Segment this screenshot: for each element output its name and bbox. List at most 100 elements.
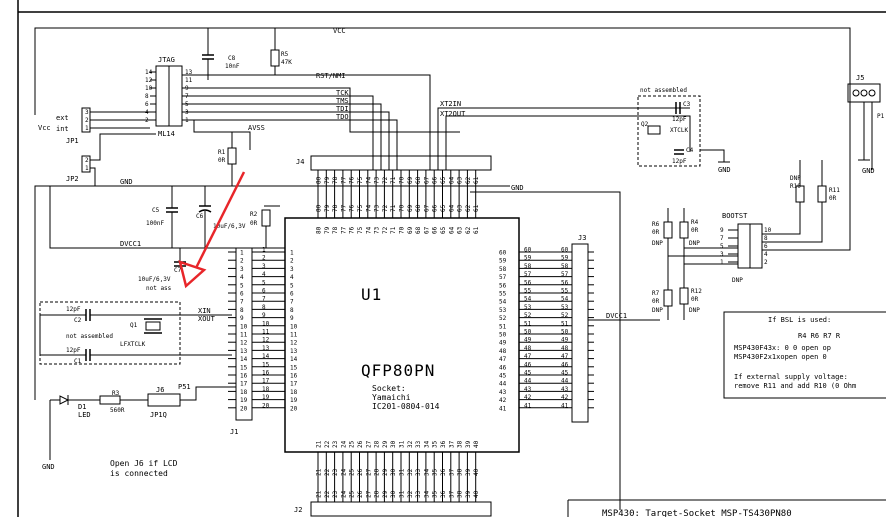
u1-right-wire-number: 41: [524, 402, 532, 409]
c3-name: C3: [683, 101, 691, 108]
r5-value: 47K: [281, 59, 292, 66]
u1-top-wire-number: 71: [390, 204, 397, 212]
u1-bottom-wire-number: 23: [332, 468, 339, 476]
u1-bottom-pin-number: 34: [423, 440, 430, 448]
u1-bottom-pin-number: 30: [390, 440, 397, 448]
j1-pin-number: 20: [240, 405, 248, 412]
jtag-right-pin-number: 11: [185, 77, 193, 84]
r12-value: 0R: [691, 296, 699, 303]
bootst-left-pin-number: 7: [720, 235, 724, 242]
u1-bottom-pin-number: 29: [382, 440, 389, 448]
resistor-nets: [667, 247, 738, 270]
j1-pin-number: 6: [240, 291, 244, 298]
j3-pin-number: 57: [561, 271, 569, 278]
j1-pin-number: 16: [240, 373, 248, 380]
r11-name: R11: [829, 187, 840, 194]
u1-left-pin-number: 19: [290, 397, 298, 404]
j1-pin-number: 4: [240, 274, 244, 281]
u1-top-wire-number: 73: [374, 204, 381, 212]
c8-value: 10nF: [225, 63, 240, 70]
connector-j3: J3 6059585756555453525150494847464544434…: [561, 234, 660, 423]
u1-top-wire-number: 72: [382, 204, 389, 212]
u1-top-wire-number: 79: [324, 204, 331, 212]
jtag-left-pin-number: 14: [145, 69, 153, 76]
j3-pin-number: 52: [561, 312, 569, 319]
jtag-name: JTAG: [158, 56, 175, 64]
j4-pin-number: 69: [407, 176, 414, 184]
bootst-right-pin-number: 10: [764, 227, 772, 234]
q2-name: Q2: [641, 121, 649, 128]
u1-top-wire-number: 80: [316, 204, 323, 212]
j1-pin-number: 12: [240, 340, 248, 347]
j2-pin-number: 30: [390, 490, 397, 498]
u1-name: U1: [361, 285, 382, 304]
bootst-right-pin-number: 8: [764, 235, 768, 242]
u1-left-pin-number: 10: [290, 323, 298, 330]
j4-pin-number: 78: [332, 176, 339, 184]
u1-socket-1: Socket:: [372, 384, 406, 393]
title-text: MSP430: Target-Socket MSP-TS430PN80: [602, 509, 792, 517]
c6-name: C6: [196, 213, 204, 220]
u1-bottom-wire-number: 26: [357, 468, 364, 476]
u1-bottom-wire-number: 29: [382, 468, 389, 476]
r2-value: 0R: [250, 220, 258, 227]
j4-pin-number: 61: [473, 176, 480, 184]
resistor-r5: R5 47K: [270, 45, 292, 75]
j1-pin-number: 8: [240, 307, 244, 314]
bootst-left-pin-number: 3: [720, 251, 724, 258]
j4-pin-number: 77: [340, 176, 347, 184]
net-avss-label: AVSS: [248, 124, 265, 132]
gnd-left-label: GND: [42, 463, 55, 471]
net-gnd-label: GND: [120, 178, 133, 186]
xtclk-label: XTCLK: [670, 127, 688, 134]
bootst-name: BOOTST: [722, 212, 748, 220]
u1-left-pin-number: 14: [290, 356, 298, 363]
jtag-left-pin-number: 10: [145, 85, 153, 92]
j1-pin-number: 17: [240, 381, 248, 388]
j3-pin-number: 60: [561, 247, 569, 254]
resistor-r1: R1 0R: [218, 132, 237, 186]
net-tdi-label: TDI: [336, 105, 349, 113]
r11-value: 0R: [829, 195, 837, 202]
j4-pin-number: 75: [357, 176, 364, 184]
u1-bottom-pin-number: 39: [465, 440, 472, 448]
u1-right-wire-number: 43: [524, 386, 532, 393]
u1-socket-3: IC201-0804-014: [372, 402, 440, 411]
u1-top-wire-number: 68: [415, 204, 422, 212]
u1-bottom-wire-number: 27: [365, 468, 372, 476]
u1-top-pin-number: 64: [448, 226, 455, 234]
u1-right-pin-number: 44: [499, 381, 507, 388]
u1-top-pin-number: 78: [332, 226, 339, 234]
r1-value: 0R: [218, 157, 226, 164]
resistor-r2: R2 0R: [250, 205, 280, 248]
j4-pin-number: 70: [399, 176, 406, 184]
j5-name: J5: [856, 74, 864, 82]
c2-value: 12pF: [66, 306, 81, 313]
j3-pin-number: 59: [561, 255, 569, 262]
d1-name: D1: [78, 403, 86, 411]
u1-left-pin-number: 11: [290, 332, 298, 339]
jtag-left-pin-number: 6: [145, 101, 149, 108]
u1-bottom-pin-number: 33: [415, 440, 422, 448]
j3-pin-number: 45: [561, 370, 569, 377]
j1-pin-number: 14: [240, 356, 248, 363]
u1-left-pin-number: 9: [290, 315, 294, 322]
u1-top-wire-number: 61: [473, 204, 480, 212]
j2-pin-number: 22: [324, 490, 331, 498]
u1-top-pin-number: 71: [390, 226, 397, 234]
u1-bottom-wire-number: 31: [399, 468, 406, 476]
u1-bottom-pin-number: 28: [374, 440, 381, 448]
jtag-part: ML14: [158, 130, 175, 138]
u1-bottom-wire-number: 36: [440, 468, 447, 476]
net-vcc-label: VCC: [333, 27, 346, 35]
j1-wire-number: 17: [262, 378, 270, 385]
j3-pin-number: 53: [561, 304, 569, 311]
j4-pin-number: 73: [374, 176, 381, 184]
u1-right-wire-number: 54: [524, 296, 532, 303]
net-rst-label: RST/NMI: [316, 72, 346, 80]
j3-pin-number: 56: [561, 279, 569, 286]
r4-value: 0R: [691, 227, 699, 234]
net-tms-label: TMS: [336, 97, 349, 105]
